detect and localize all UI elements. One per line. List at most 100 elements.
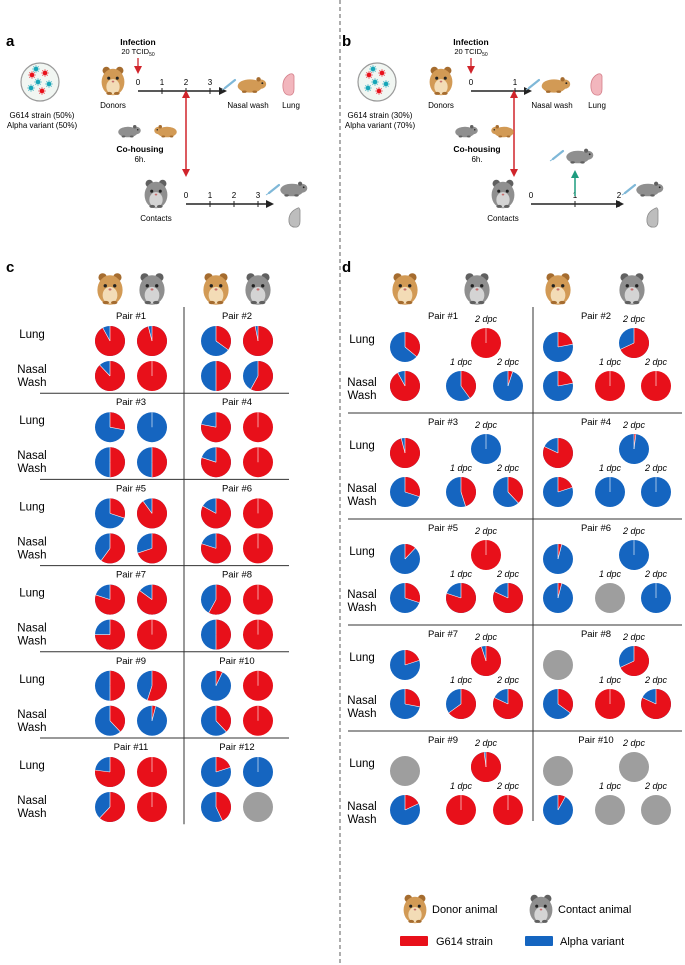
pie-contact-nasal-wash (243, 447, 273, 478)
pie-g614-slice (405, 477, 421, 497)
pie-donor-nasal-wash (543, 583, 573, 613)
donors-label-a: Donors (100, 101, 126, 110)
pie-donor-nasal-wash (390, 583, 420, 613)
pie-donor-lung (95, 326, 126, 357)
dpc-label-2: 2 dpc (474, 632, 498, 642)
virus-icon (32, 65, 40, 73)
dpc-label-2: 2 dpc (622, 526, 646, 536)
donor-hamster-header-icon (203, 273, 229, 305)
nasal-wash-label-b: Nasal wash (531, 101, 572, 110)
pie-g614-slice (405, 332, 421, 357)
pie-no-data (243, 792, 273, 822)
pie-donor-lung (390, 438, 421, 468)
pie-contact-nasal-wash-2dpc (641, 583, 671, 613)
dpc-label-2: 2 dpc (496, 463, 520, 473)
contact-lung-icon (646, 207, 659, 228)
dpc-label-2: 2 dpc (644, 781, 668, 791)
cohousing-donor-icon (491, 125, 514, 138)
pie-no-data (543, 650, 573, 680)
pie-g614-slice (405, 583, 420, 603)
pie-contact-nasal-wash (137, 533, 167, 564)
pie-g614-slice (448, 689, 476, 719)
donor-hamster-header-icon (545, 273, 571, 305)
donor-hamster-header-icon (392, 273, 418, 305)
donor-hamster-icon (429, 66, 453, 96)
pair-label: Pair #5 (428, 523, 458, 534)
pie-donor-lung (95, 498, 125, 529)
pair-label: Pair #6 (222, 483, 252, 494)
pie-g614-slice (136, 584, 167, 615)
pie-contact-nasal-wash-1dpc (595, 795, 625, 825)
pie-contact-nasal-wash-1dpc (446, 371, 476, 401)
legend: Donor animal Contact animal G614 strain … (400, 894, 631, 948)
pair-label: Pair #12 (219, 742, 254, 753)
dpc-label-2: 2 dpc (644, 569, 668, 579)
pie-contact-lung-2dpc (471, 540, 501, 570)
pie-donor-nasal-wash (94, 361, 125, 392)
pie-contact-lung-2dpc (470, 646, 501, 677)
row-label-wash: Wash (348, 602, 377, 614)
pie-contact-lung-2dpc (619, 752, 649, 782)
cohousing-donor-icon (154, 125, 177, 138)
pair-label: Pair #8 (222, 570, 252, 581)
pie-contact-nasal-wash-2dpc (641, 795, 671, 825)
pie-donor-nasal-wash (95, 447, 126, 478)
dpc-label-2: 2 dpc (622, 632, 646, 642)
row-label-wash: Wash (348, 708, 377, 720)
pie-donor-nasal-wash (543, 795, 573, 825)
infection-label-a: Infection (120, 37, 155, 47)
dpc-label-1: 1 dpc (599, 781, 622, 791)
pie-donor-lung (201, 670, 231, 701)
pie-donor-nasal-wash (95, 533, 125, 564)
legend-donor-icon (403, 894, 427, 924)
donor-hamster-header-icon (97, 273, 123, 305)
pie-g614-slice (137, 533, 167, 564)
contacts-label-b: Contacts (487, 214, 519, 223)
alpha-text-a: Alpha variant (50%) (7, 121, 78, 130)
pie-donor-nasal-wash (95, 792, 126, 823)
pie-contact-lung (137, 670, 167, 701)
timeline-tick-label: 2 (617, 191, 622, 200)
pie-g614-slice (216, 619, 232, 650)
mid-wash-hamster-icon (549, 148, 594, 164)
pie-donor-nasal-wash (201, 619, 232, 650)
cohousing-contact-icon (455, 125, 478, 138)
pie-donor-nasal-wash (543, 477, 573, 507)
pie-donor-lung (95, 412, 125, 443)
pair-label: Pair #8 (581, 629, 611, 640)
pie-g614-slice (461, 371, 476, 399)
row-label-wash: Wash (18, 463, 47, 475)
pie-g614-slice (558, 689, 573, 713)
pie-g614-slice (508, 477, 524, 503)
row-label-nasal: Nasal (347, 695, 376, 707)
pie-contact-nasal-wash-2dpc (492, 583, 523, 614)
virus-icon (378, 69, 386, 77)
pie-contact-nasal-wash-2dpc (641, 371, 671, 401)
pie-no-data (595, 795, 625, 825)
dpc-label-2: 2 dpc (474, 526, 498, 536)
pie-contact-lung (137, 412, 167, 443)
pair-label: Pair #9 (428, 735, 458, 746)
pie-donor-lung (390, 332, 421, 362)
virus-icon (41, 69, 49, 77)
dpc-label-2: 2 dpc (474, 314, 498, 324)
nasal-wash-hamster-icon (221, 77, 267, 93)
timeline-tick-label: 2 (184, 78, 189, 87)
row-label-wash: Wash (18, 722, 47, 734)
contact-hamster-icon (491, 179, 515, 209)
virus-icon (382, 80, 390, 88)
pair-label: Pair #4 (222, 397, 252, 408)
dose-label-a: 20 TCID50 (121, 47, 155, 58)
pie-donor-lung (200, 412, 232, 443)
pie-donor-lung (543, 332, 573, 362)
pie-contact-nasal-wash (243, 792, 273, 822)
row-label-nasal: Nasal (17, 795, 46, 807)
timeline-tick-label: 0 (136, 78, 141, 87)
pie-g614-slice (94, 757, 125, 788)
pie-donor-lung (201, 584, 231, 615)
pie-contact-lung-2dpc (470, 752, 501, 782)
virus-icon (369, 65, 377, 73)
pair-label: Pair #3 (428, 417, 458, 428)
